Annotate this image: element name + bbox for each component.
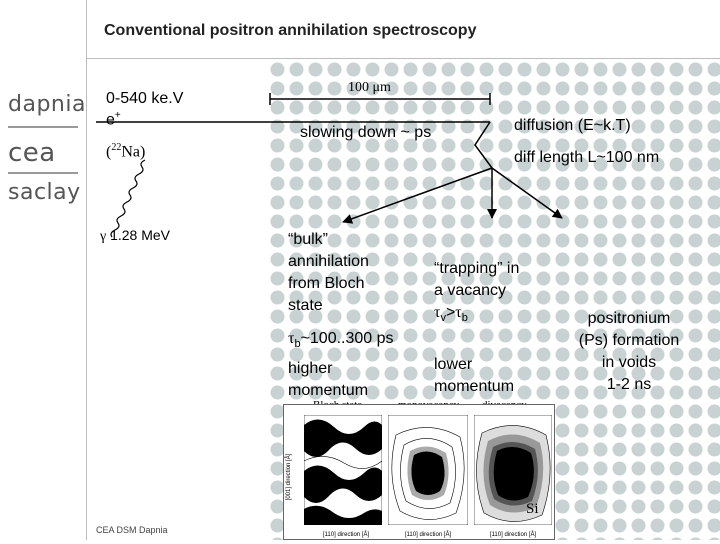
positron-density-maps: [001] direction [Å] Si [110] direction [… <box>285 415 552 538</box>
arrow-to-positronium <box>491 167 563 219</box>
bloch-state-map <box>304 415 382 525</box>
gamma-label: γ 1.28 MeV <box>100 227 171 244</box>
diffusion-path <box>474 121 493 169</box>
logo-divider-1 <box>8 126 78 128</box>
svg-text:[110] direction [Å]: [110] direction [Å] <box>323 531 370 538</box>
gamma-ray-wave <box>110 159 146 238</box>
logo-dapnia: dapnia <box>8 92 86 117</box>
header-rule <box>86 58 720 59</box>
element-label-si: Si <box>526 501 539 517</box>
lower-momentum-text: lower momentum <box>434 356 515 395</box>
scale-label: 100 μm <box>348 80 391 95</box>
arrow-to-bulk <box>342 167 493 224</box>
diffusion-length-label: diff length L~100 nm <box>514 149 660 166</box>
positron-density-inset: [001] direction [Å] Si [110] direction [… <box>283 404 555 540</box>
slowing-down-label: slowing down ~ ps <box>300 124 432 141</box>
bulk-lifetime: τb~100..300 ps <box>288 330 394 351</box>
positron-label: e+ <box>106 110 121 129</box>
higher-momentum-text: higher momentum <box>288 360 369 399</box>
left-margin-rule <box>86 0 87 540</box>
trapping-text: “trapping” in a vacancy τv>τb <box>434 260 520 325</box>
logo-divider-2 <box>8 172 78 174</box>
diffusion-label: diffusion (E~k.T) <box>514 117 631 134</box>
positronium-text: positronium (Ps) formation in voids 1-2 … <box>578 310 680 393</box>
footer-credit: CEA DSM Dapnia <box>96 525 168 535</box>
slide-title: Conventional positron annihilation spect… <box>104 22 477 39</box>
source-nuclide: (22Na) <box>106 142 146 161</box>
svg-text:[110] direction [Å]: [110] direction [Å] <box>490 531 537 538</box>
monovacancy-map <box>388 415 468 525</box>
svg-text:[001] direction [Å]: [001] direction [Å] <box>285 453 292 500</box>
logo-cea: cea <box>8 138 56 168</box>
bulk-annihilation-text: “bulk” annihilation from Bloch state <box>288 231 369 314</box>
divacancy-map <box>474 415 552 525</box>
svg-text:[110] direction [Å]: [110] direction [Å] <box>405 531 452 538</box>
source-energy: 0-540 ke.V <box>106 90 184 107</box>
logo-saclay: saclay <box>8 180 81 205</box>
